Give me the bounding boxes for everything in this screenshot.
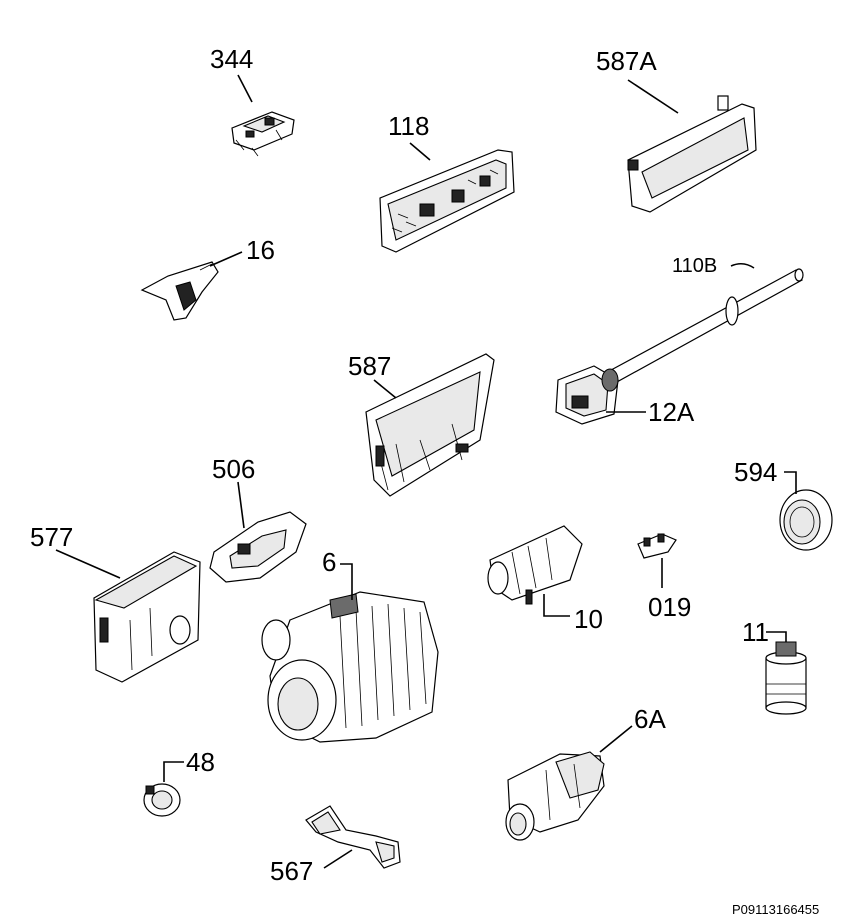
part-110B[interactable] xyxy=(599,268,804,389)
leader-48 xyxy=(163,761,184,782)
label-587: 587 xyxy=(348,351,391,381)
leader-506 xyxy=(237,481,245,529)
label-16: 16 xyxy=(246,235,275,265)
label-11: 11 xyxy=(742,617,769,647)
part-16[interactable] xyxy=(140,261,219,321)
leader-344 xyxy=(237,74,253,103)
part-587A[interactable] xyxy=(627,95,757,213)
part-10[interactable] xyxy=(487,525,583,605)
part-019[interactable] xyxy=(637,533,677,559)
label-110B-small: 110B xyxy=(672,255,717,277)
label-577: 577 xyxy=(30,522,73,552)
part-48[interactable] xyxy=(143,783,181,817)
label-6A: 6A xyxy=(634,704,666,734)
label-48: 48 xyxy=(186,747,215,777)
label-118: 118 xyxy=(388,111,429,141)
part-344[interactable] xyxy=(231,111,295,157)
part-6A[interactable] xyxy=(505,751,605,841)
leader-110B xyxy=(730,263,755,269)
leader-6 xyxy=(340,563,353,600)
part-11[interactable] xyxy=(765,641,807,715)
leader-587A xyxy=(627,79,679,114)
leader-6A xyxy=(599,725,633,753)
label-10: 10 xyxy=(574,604,603,634)
part-577[interactable] xyxy=(93,551,201,683)
leader-118 xyxy=(409,142,431,161)
leader-587 xyxy=(373,379,397,399)
leader-16 xyxy=(209,251,243,267)
label-567: 567 xyxy=(270,856,313,886)
part-506[interactable] xyxy=(209,511,307,583)
label-12A: 12A xyxy=(648,397,695,427)
label-344: 344 xyxy=(210,44,253,74)
leader-594 xyxy=(784,471,797,494)
part-118[interactable] xyxy=(379,149,515,253)
label-6: 6 xyxy=(322,547,336,577)
label-019: 019 xyxy=(648,592,691,622)
part-567[interactable] xyxy=(305,805,401,869)
leader-10 xyxy=(543,594,570,617)
label-587A: 587A xyxy=(596,46,657,76)
label-506: 506 xyxy=(212,454,255,484)
part-12A[interactable] xyxy=(555,365,619,425)
part-594[interactable] xyxy=(779,489,833,551)
leader-567 xyxy=(323,849,353,869)
leader-11 xyxy=(766,631,787,642)
part-587[interactable] xyxy=(365,353,495,497)
reference-code: P09113166455 xyxy=(732,902,819,917)
part-6[interactable] xyxy=(261,591,439,743)
leader-577 xyxy=(55,549,121,579)
label-594: 594 xyxy=(734,457,777,487)
